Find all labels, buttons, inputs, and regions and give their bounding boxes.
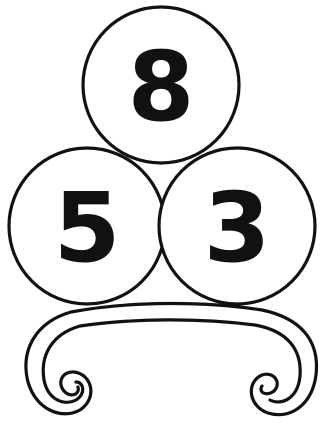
stand-right-curl (261, 386, 274, 394)
stand-decoration (26, 303, 317, 414)
left-number: 5 (54, 172, 121, 284)
right-number: 3 (204, 172, 271, 284)
stand-left-curl (64, 387, 78, 395)
top-number: 8 (128, 31, 195, 143)
